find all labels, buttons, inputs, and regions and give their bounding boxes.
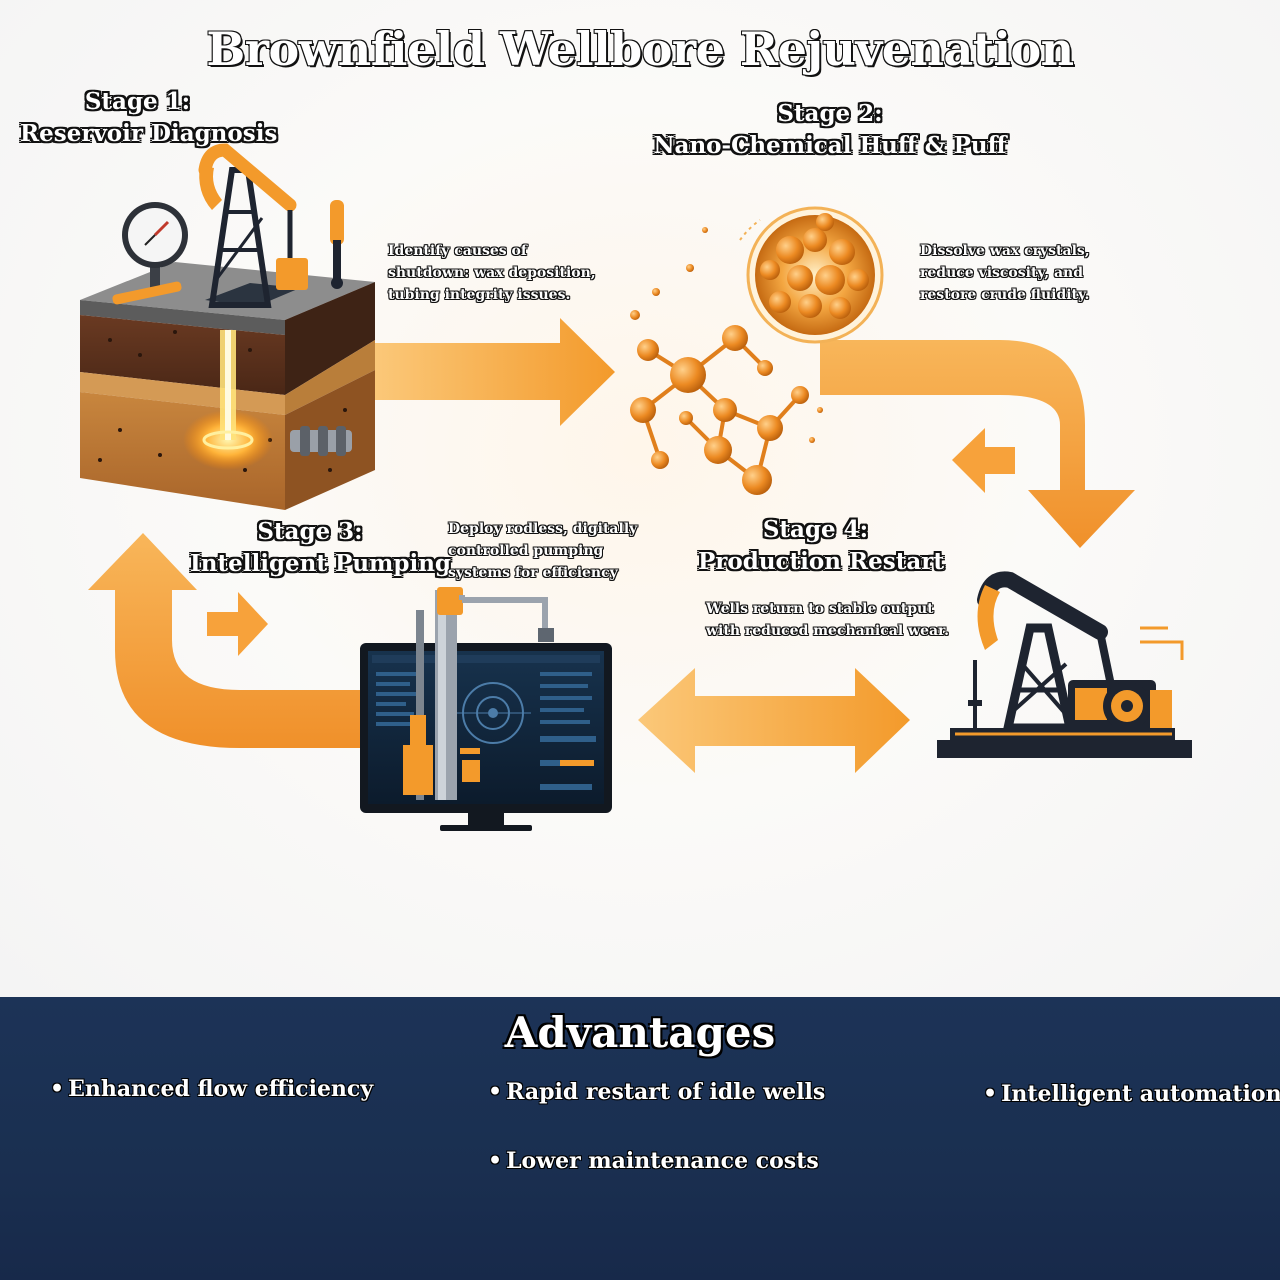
stage-2-title: Nano-Chemical Huff & Puff — [653, 132, 1007, 159]
stage-3-heading: Stage 3: Intelligent Pumping — [190, 516, 451, 580]
advantages-title: Advantages — [504, 1008, 776, 1057]
page-title: Brownfield Wellbore Rejuvenation — [205, 21, 1075, 77]
flow-arrow-icon — [207, 592, 268, 656]
bullet-icon: • — [488, 1079, 503, 1105]
bullet-icon: • — [50, 1076, 65, 1102]
advantage-text: Intelligent automation — [1001, 1081, 1280, 1107]
advantage-item: •Enhanced flow efficiency — [50, 1076, 373, 1102]
flow-arrow-icon — [820, 340, 1135, 548]
stage-2-number: Stage 2: — [777, 100, 883, 127]
advantage-text: Enhanced flow efficiency — [68, 1076, 374, 1102]
advantage-item: •Intelligent automation — [983, 1081, 1280, 1107]
stage-3-title: Intelligent Pumping — [190, 550, 451, 577]
stage-1-description: Identify causes of shutdown: wax deposit… — [388, 240, 596, 306]
pumpjack-icon — [937, 571, 1192, 758]
stage-2-heading: Stage 2: Nano-Chemical Huff & Puff — [640, 98, 1020, 162]
stage-2-description: Dissolve wax crystals, reduce viscosity,… — [920, 240, 1090, 306]
stage-1-heading: Stage 1: Reservoir Diagnosis — [20, 86, 278, 150]
stage-4-description-line: Wells return to stable output — [706, 601, 934, 617]
stage-4-heading: Stage 4: Production Restart — [698, 514, 944, 578]
stage-1-title: Reservoir Diagnosis — [20, 120, 278, 147]
stage-4-description-line: with reduced mechanical wear. — [706, 623, 950, 639]
flow-arrow-icon — [638, 668, 910, 773]
stage-1-description-line: tubing integrity issues. — [388, 287, 571, 303]
flow-arrow-icon — [375, 318, 615, 426]
stage-1-description-line: shutdown: wax deposition, — [388, 265, 596, 281]
flow-arrow-icon — [88, 533, 365, 748]
advantage-text: Rapid restart of idle wells — [506, 1079, 826, 1105]
nano-molecule-icon — [630, 227, 823, 495]
stage-2-description-line: Dissolve wax crystals, — [920, 243, 1090, 259]
advantage-item: •Lower maintenance costs — [488, 1148, 819, 1174]
control-monitor-icon — [360, 587, 612, 831]
stage-3-number: Stage 3: — [257, 518, 363, 545]
stage-1-number: Stage 1: — [84, 88, 191, 115]
stage-4-number: Stage 4: — [762, 516, 869, 543]
advantage-item: •Rapid restart of idle wells — [488, 1079, 825, 1105]
stage-1-description-line: Identify causes of — [388, 243, 527, 259]
stage-3-description-line: Deploy rodless, digitally — [448, 521, 638, 537]
stage-4-description: Wells return to stable output with reduc… — [706, 598, 949, 642]
stage-3-description-line: controlled pumping — [448, 543, 604, 559]
bullet-icon: • — [488, 1148, 503, 1174]
nanoparticle-cluster-icon — [739, 206, 884, 344]
process-diagram — [80, 143, 1192, 831]
pumpjack-icon — [198, 143, 344, 308]
pressure-gauge-icon — [112, 202, 188, 305]
reservoir-block-icon — [80, 262, 375, 510]
stage-2-description-line: reduce viscosity, and — [920, 265, 1084, 281]
bullet-icon: • — [983, 1081, 998, 1107]
stage-4-title: Production Restart — [698, 548, 944, 575]
stage-3-description: Deploy rodless, digitally controlled pum… — [448, 518, 637, 584]
advantage-text: Lower maintenance costs — [506, 1148, 819, 1174]
flow-arrow-icon — [952, 428, 1015, 493]
stage-2-description-line: restore crude fluidity. — [920, 287, 1090, 303]
stage-3-description-line: systems for efficiency — [448, 565, 618, 581]
advantages-panel — [0, 997, 1280, 1280]
